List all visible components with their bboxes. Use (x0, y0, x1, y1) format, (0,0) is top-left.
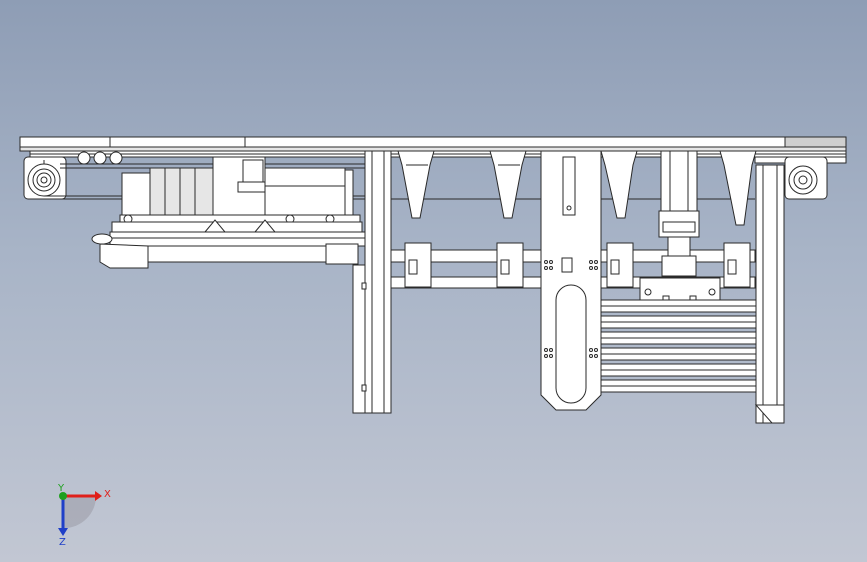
gripper-arm-1 (397, 150, 435, 288)
motor-assembly (91, 156, 366, 269)
right-column (754, 164, 785, 424)
left-column (352, 150, 392, 414)
slat-stack (600, 299, 757, 393)
z-axis-label: Z (59, 537, 66, 548)
linear-actuator (639, 150, 721, 307)
right-pulley (784, 156, 828, 200)
left-pulley (23, 156, 67, 200)
y-axis-label: Y (57, 483, 65, 494)
coordinate-triad: X Y Z (57, 483, 111, 548)
gripper-arm-4 (719, 150, 757, 288)
y-axis-dot (59, 492, 67, 500)
center-lift-plate (540, 150, 602, 411)
x-axis-label: X (104, 489, 111, 500)
gripper-arm-2 (489, 150, 527, 288)
gripper-arm-3 (600, 150, 638, 288)
